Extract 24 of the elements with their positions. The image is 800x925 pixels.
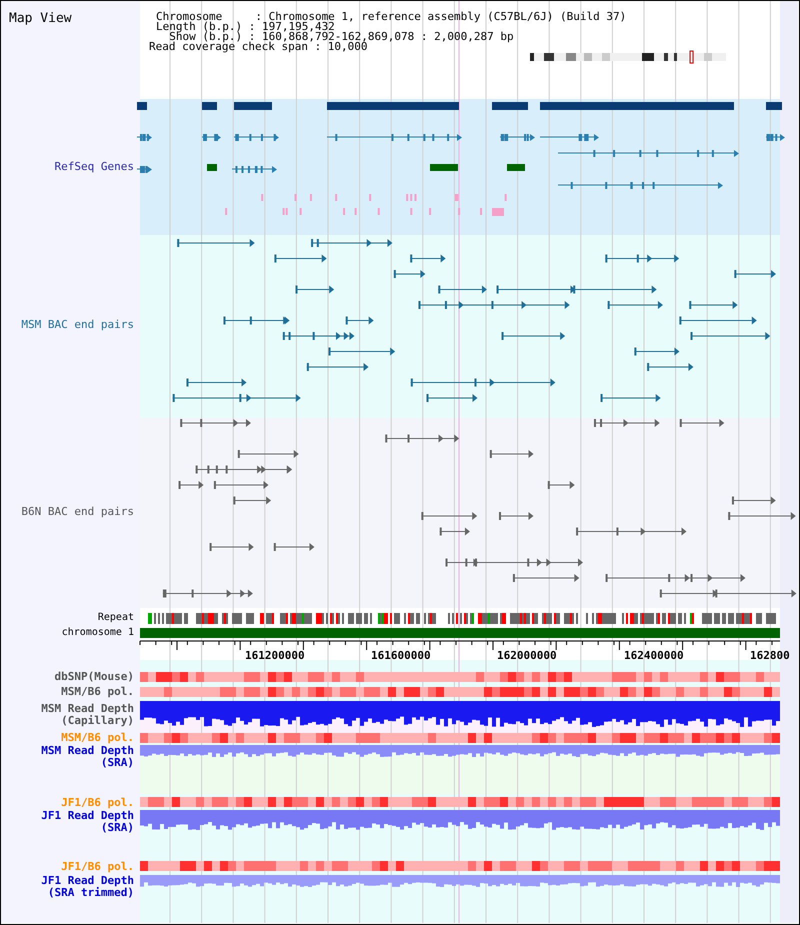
- track-label: MSM/B6 pol.: [60, 732, 134, 744]
- track-label: B6N BAC end pairs: [20, 506, 134, 518]
- track-label: RefSeq Genes: [54, 161, 134, 173]
- track-label: MSM Read Depth (Capillary): [40, 703, 134, 727]
- track-label: MSM/B6 pol.: [60, 686, 134, 698]
- track-label: dbSNP(Mouse): [54, 671, 134, 683]
- track-label: Repeat: [96, 612, 134, 624]
- track-label: MSM BAC end pairs: [20, 319, 134, 331]
- info-text: Read coverage check span : 10,000: [149, 41, 368, 53]
- axis-tick-label: 161200000: [245, 650, 305, 662]
- track-label: JF1 Read Depth (SRA): [40, 810, 134, 834]
- track-label: chromosome 1: [60, 627, 134, 639]
- info-text: Chromosome : Chromosome 1, reference assembly (C57BL/6J) (Build 37): [156, 11, 626, 23]
- track-label: JF1/B6 pol.: [60, 861, 134, 873]
- axis-tick-label: 162800: [750, 650, 790, 662]
- axis-tick-label: 161600000: [371, 650, 431, 662]
- axis-tick-label: 162400000: [624, 650, 684, 662]
- axis-tick-label: 162000000: [497, 650, 557, 662]
- info-text: Show (b.p.) : 160,868,792-162,869,078 : 2,000,287 bp: [169, 31, 514, 43]
- track-label: MSM Read Depth (SRA): [40, 745, 134, 769]
- track-label: JF1 Read Depth (SRA trimmed): [40, 875, 134, 899]
- info-text: Length (b.p.) : 197,195,432: [156, 21, 335, 33]
- view-title: Map View: [9, 11, 72, 26]
- track-label: JF1/B6 pol.: [60, 797, 134, 809]
